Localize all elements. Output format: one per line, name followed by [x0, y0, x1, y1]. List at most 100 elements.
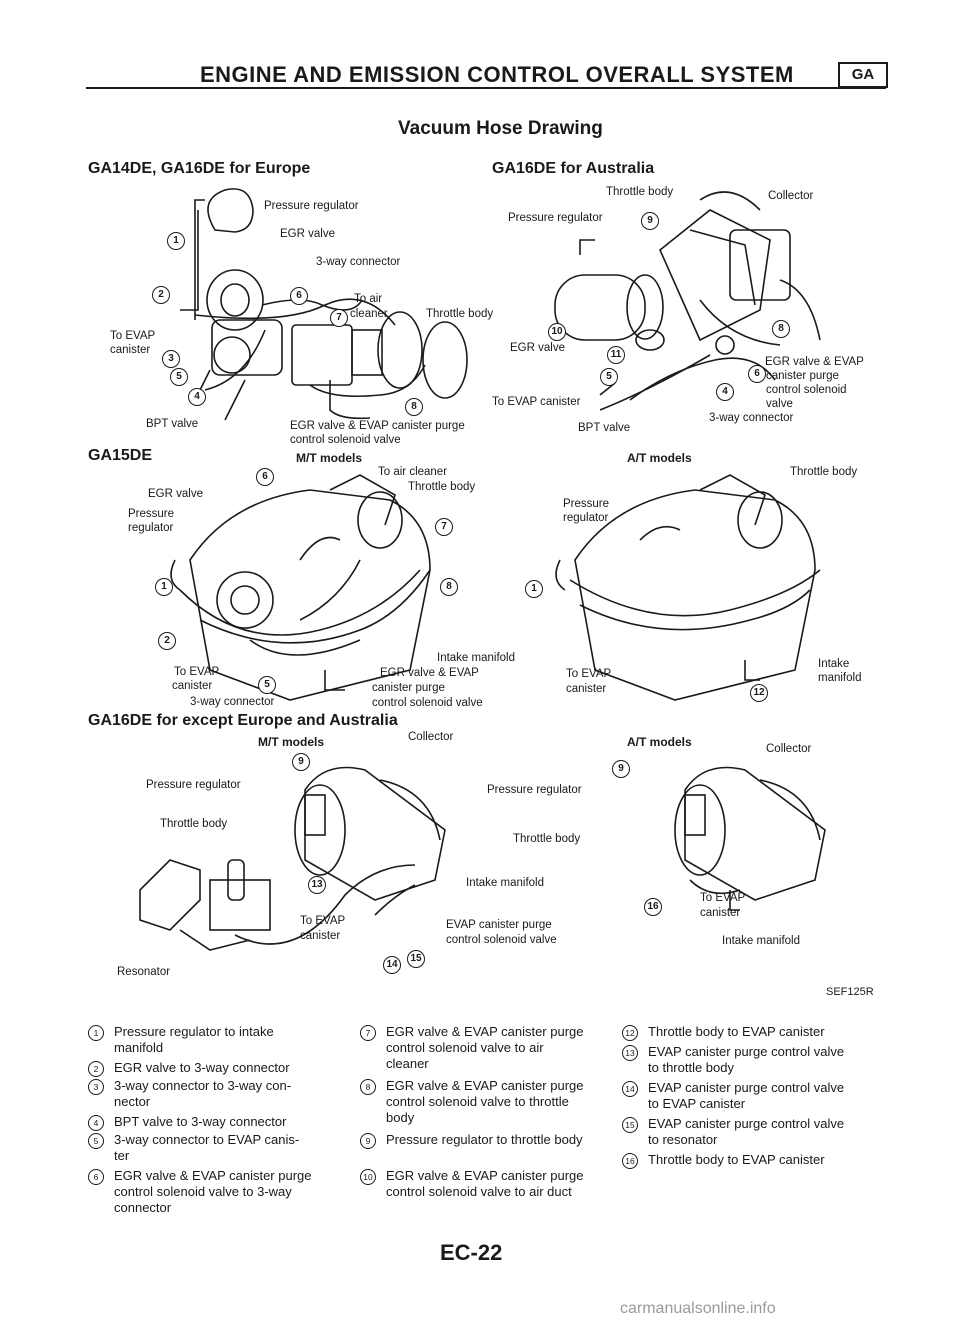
label-to-evap: To EVAP	[174, 666, 220, 678]
label-resonator: Resonator	[117, 966, 171, 978]
label-collector: Collector	[768, 190, 814, 202]
label-to-evap: To EVAP	[700, 892, 746, 904]
label-canister: canister	[172, 680, 213, 692]
label-canister-purge: canister purge	[372, 682, 445, 694]
europe-engine-drawing	[180, 188, 468, 421]
label-egr-evap: EGR valve & EVAP	[765, 356, 864, 368]
at-models-label: A/T models	[627, 451, 692, 465]
label-control-solenoid: control solenoid	[766, 384, 847, 396]
callout-10: 10	[548, 323, 566, 341]
label-intake-manifold: Intake manifold	[466, 877, 544, 889]
label-throttle-body: Throttle body	[160, 818, 228, 830]
callout-4: 4	[188, 388, 206, 406]
callout-1: 1	[167, 232, 185, 250]
label-canister: canister	[110, 344, 151, 356]
callout-14: 14	[383, 956, 401, 974]
page-subtitle: Vacuum Hose Drawing	[398, 118, 603, 139]
mt-models-label: M/T models	[296, 451, 363, 465]
header-rule	[86, 87, 886, 89]
label-pressure-regulator: Pressure regulator	[264, 200, 359, 212]
section-title-except: GA16DE for except Europe and Australia	[88, 712, 398, 729]
label-canister: canister	[700, 907, 741, 919]
at-models-label: A/T models	[627, 735, 692, 749]
callout-8: 8	[405, 398, 423, 416]
page-number: EC-22	[440, 1240, 503, 1265]
callout-4: 4	[716, 383, 734, 401]
page-header-title: ENGINE AND EMISSION CONTROL OVERALL SYST…	[200, 62, 794, 87]
callout-9: 9	[612, 760, 630, 778]
label-collector: Collector	[766, 743, 812, 755]
label-regulator: regulator	[128, 522, 174, 534]
watermark-text: carmanualsonline.info	[620, 1300, 776, 1317]
label-egr-valve: EGR valve	[510, 342, 565, 354]
callout-11: 11	[607, 346, 625, 364]
label-3-way-connector: 3-way connector	[190, 696, 275, 708]
label-manifold: manifold	[818, 672, 862, 684]
label-canister: canister	[566, 683, 607, 695]
callout-12: 12	[750, 684, 768, 702]
label-to-evap: To EVAP	[300, 915, 346, 927]
callout-13: 13	[308, 876, 326, 894]
label-valve: valve	[766, 398, 793, 410]
callout-5: 5	[258, 676, 276, 694]
except-at-drawing	[674, 766, 826, 911]
label-to-air-cleaner: To air cleaner	[378, 466, 448, 478]
callout-1: 1	[155, 578, 173, 596]
callout-8: 8	[772, 320, 790, 338]
mt-models-label: M/T models	[258, 735, 325, 749]
callout-7: 7	[435, 518, 453, 536]
label-throttle-body: Throttle body	[790, 466, 858, 478]
label-egr-evap: EGR valve & EVAP	[380, 667, 479, 679]
label-canister: canister	[300, 930, 341, 942]
label-bpt-valve: BPT valve	[578, 422, 631, 434]
label-throttle-body: Throttle body	[606, 186, 674, 198]
section-title-australia: GA16DE for Australia	[492, 160, 655, 177]
label-pressure: Pressure	[563, 498, 610, 510]
label-intake: Intake	[818, 658, 850, 670]
label-egr-valve: EGR valve	[148, 488, 203, 500]
label-throttle-body: Throttle body	[426, 308, 494, 320]
ga15de-at-drawing	[555, 474, 821, 701]
label-throttle-body: Throttle body	[513, 833, 581, 845]
callout-1: 1	[525, 580, 543, 598]
label-control-solenoid-valve: control solenoid valve	[372, 697, 483, 709]
label-control-solenoid-valve: control solenoid valve	[446, 934, 557, 946]
except-mt-drawing	[139, 766, 446, 951]
label-egr-valve: EGR valve	[280, 228, 335, 240]
label-cleaner: cleaner	[350, 308, 388, 320]
ga15de-mt-drawing	[170, 474, 431, 701]
label-control-solenoid-valve: control solenoid valve	[290, 434, 401, 446]
figure-reference-code: SEF125R	[826, 986, 874, 998]
label-pressure-regulator: Pressure regulator	[146, 779, 241, 791]
callout-6: 6	[748, 365, 766, 383]
label-to-evap-canister: To EVAP canister	[492, 396, 581, 408]
label-3-way-connector: 3-way connector	[316, 256, 401, 268]
label-throttle-body: Throttle body	[408, 481, 476, 493]
label-intake-manifold: Intake manifold	[437, 652, 515, 664]
callout-15: 15	[407, 950, 425, 968]
label-canister-purge: canister purge	[766, 370, 839, 382]
label-bpt-valve: BPT valve	[146, 418, 199, 430]
label-to-evap: To EVAP	[566, 668, 612, 680]
label-to-evap: To EVAP	[110, 330, 156, 342]
australia-engine-drawing	[554, 191, 821, 411]
callout-3: 3	[162, 350, 180, 368]
callout-2: 2	[158, 632, 176, 650]
callout-16: 16	[644, 898, 662, 916]
label-pressure-regulator: Pressure regulator	[487, 784, 582, 796]
callout-9: 9	[292, 753, 310, 771]
label-3-way-connector: 3-way connector	[709, 412, 794, 424]
label-pressure: Pressure	[128, 508, 175, 520]
label-collector: Collector	[408, 731, 454, 743]
label-regulator: regulator	[563, 512, 609, 524]
section-title-ga15de: GA15DE	[88, 447, 153, 464]
vacuum-hose-diagram	[139, 188, 826, 951]
label-pressure-regulator: Pressure regulator	[508, 212, 603, 224]
label-intake-manifold: Intake manifold	[722, 935, 800, 947]
callout-7: 7	[330, 309, 348, 327]
label-egr-evap-purge: EGR valve & EVAP canister purge	[290, 420, 465, 432]
callout-8: 8	[440, 578, 458, 596]
label-to-air: To air	[354, 293, 383, 305]
callout-6: 6	[290, 287, 308, 305]
